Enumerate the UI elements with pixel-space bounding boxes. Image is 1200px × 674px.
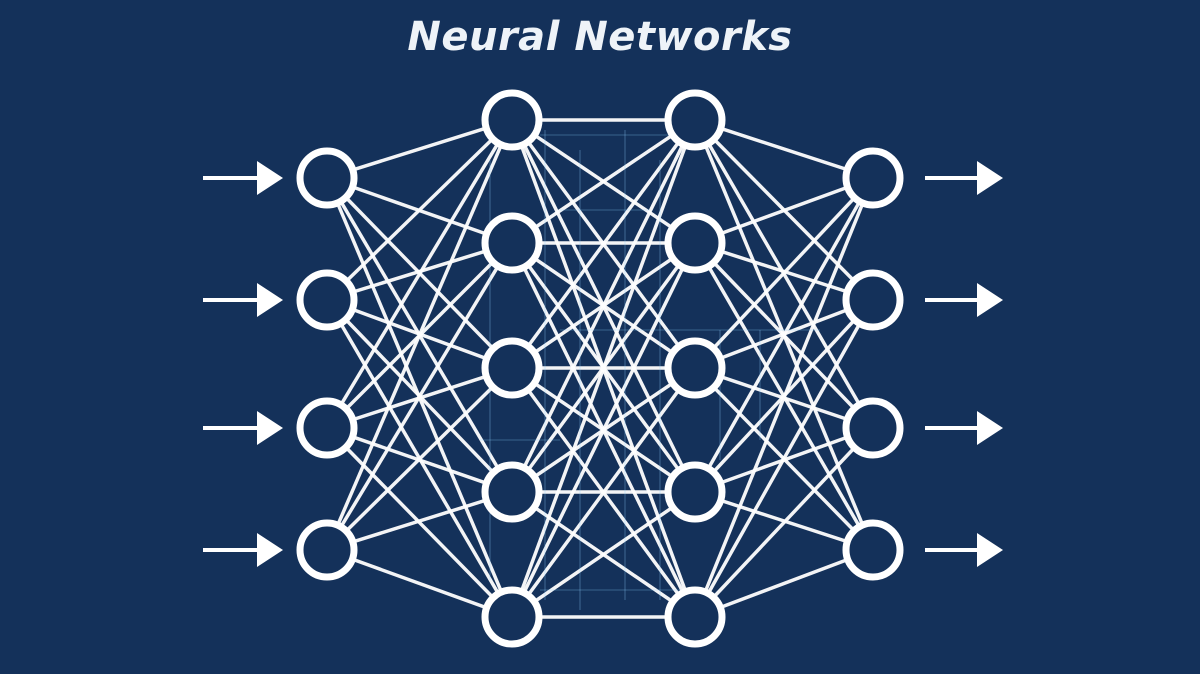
connection-line: [510, 242, 697, 618]
output-arrow-icon: [977, 411, 1003, 445]
connection-line: [510, 119, 697, 618]
connection-line: [694, 118, 874, 180]
output-node: [842, 147, 904, 209]
input-arrow-icon: [257, 533, 283, 567]
connection-line: [510, 366, 697, 619]
connection-line: [694, 176, 874, 245]
output-arrow-icon: [977, 533, 1003, 567]
connection-line: [694, 548, 874, 619]
connection-line: [325, 118, 514, 302]
connection-line: [511, 490, 696, 619]
input-arrow-icon: [257, 411, 283, 445]
connections: [325, 118, 875, 619]
connection-line: [326, 118, 513, 180]
hidden-2-node: [664, 89, 726, 151]
connection-line: [693, 176, 875, 370]
connection-line: [693, 299, 875, 618]
hidden-1-node: [481, 89, 543, 151]
connection-line: [693, 426, 875, 619]
hidden-1-node: [481, 212, 543, 274]
input-node: [296, 397, 358, 459]
input-node: [296, 269, 358, 331]
hidden-2-node: [664, 212, 726, 274]
hidden-1-node: [481, 337, 543, 399]
connection-line: [325, 119, 514, 429]
connection-line: [325, 366, 514, 552]
output-arrow-icon: [977, 161, 1003, 195]
output-node: [842, 397, 904, 459]
input-node: [296, 519, 358, 581]
connection-line: [325, 242, 514, 551]
hidden-1-node: [481, 461, 543, 523]
connection-line: [325, 119, 514, 551]
hidden-2-node: [664, 586, 726, 648]
connection-line: [693, 177, 875, 618]
connection-line: [510, 119, 697, 493]
output-node: [842, 269, 904, 331]
nodes: [296, 89, 904, 648]
input-arrow-icon: [257, 161, 283, 195]
hidden-2-node: [664, 337, 726, 399]
hidden-2-node: [664, 461, 726, 523]
connection-line: [326, 548, 513, 619]
output-arrow-icon: [977, 283, 1003, 317]
connection-line: [511, 118, 696, 245]
arrows: [203, 161, 1003, 567]
hidden-1-node: [481, 586, 543, 648]
diagram-title: Neural Networks: [407, 14, 793, 60]
connection-line: [693, 177, 875, 493]
connection-line: [510, 118, 697, 370]
output-node: [842, 519, 904, 581]
connection-line: [326, 490, 513, 552]
input-node: [296, 147, 358, 209]
input-arrow-icon: [257, 283, 283, 317]
